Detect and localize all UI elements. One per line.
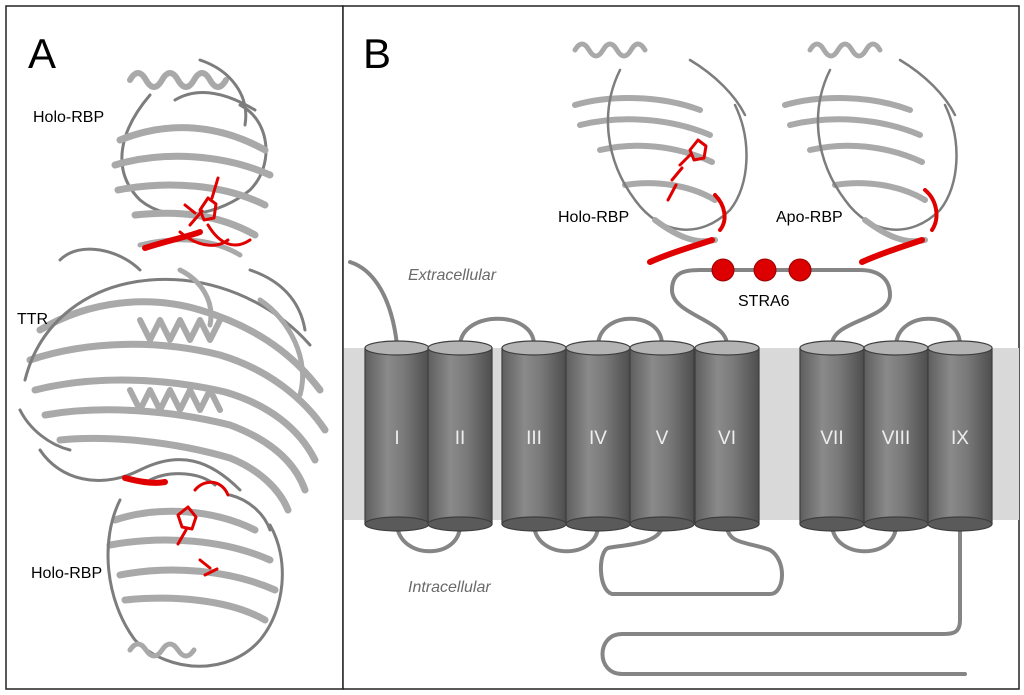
label-ttr: TTR	[17, 311, 48, 328]
stra6-beads	[711, 258, 812, 282]
helix-VIII: VIII	[863, 340, 929, 532]
helix-label: IX	[951, 428, 969, 449]
label-holo-rbp-top: Holo-RBP	[33, 109, 104, 126]
helix-label: VI	[718, 428, 736, 449]
stra6-bead	[711, 258, 735, 282]
helix-label: III	[526, 428, 542, 449]
panel-b-letter: B	[363, 30, 391, 77]
label-extracellular: Extracellular	[408, 267, 497, 284]
apo-rbp-structure	[782, 41, 958, 265]
helix-IV: IV	[565, 340, 631, 532]
label-apo-rbp: Apo-RBP	[776, 209, 843, 226]
label-stra6: STRA6	[738, 293, 790, 310]
helix-VII: VII	[799, 340, 865, 532]
helix-II: II	[427, 340, 493, 532]
helix-label: VII	[820, 428, 843, 449]
helix-IX: IX	[927, 340, 993, 532]
helix-label: I	[394, 428, 399, 449]
label-holo-rbp: Holo-RBP	[558, 209, 629, 226]
helix-label: VIII	[882, 428, 911, 449]
loops	[348, 260, 967, 676]
helix-V: V	[629, 340, 695, 532]
label-intracellular: Intracellular	[408, 579, 491, 596]
ttr-structure	[18, 247, 329, 514]
holo-rbp-structure	[572, 41, 748, 265]
helix-label: V	[656, 428, 669, 449]
stra6-bead	[753, 258, 777, 282]
holo-rbp-top-structure	[111, 58, 274, 258]
helix-I: I	[364, 340, 430, 532]
helix-label: IV	[589, 428, 607, 449]
holo-rbp-bottom-structure	[106, 472, 284, 668]
helix-VI: VI	[694, 340, 760, 532]
panel-a-letter: A	[28, 30, 56, 77]
helix-III: III	[501, 340, 567, 532]
stra6-bead	[788, 258, 812, 282]
helix-label: II	[455, 428, 466, 449]
label-holo-rbp-bottom: Holo-RBP	[31, 565, 102, 582]
